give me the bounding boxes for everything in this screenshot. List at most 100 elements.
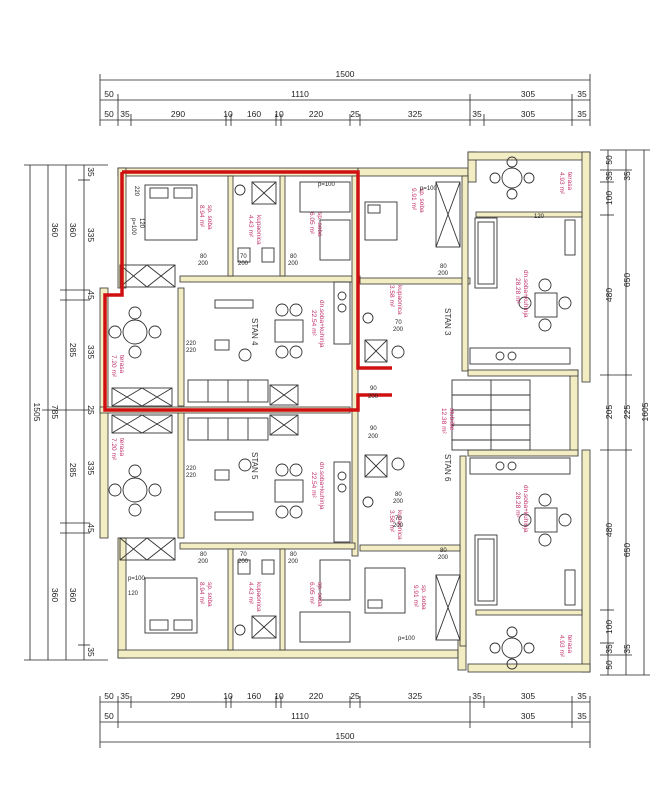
stan-4-label: STAN 4 xyxy=(250,318,259,346)
left-dim-inner-5: 335 xyxy=(86,461,96,475)
room-5-area: 7.20 m² xyxy=(110,438,117,461)
door-label-34: 200 xyxy=(393,523,404,529)
bottom-dim-1-7: 25 xyxy=(350,691,360,701)
stan-3-label: STAN 3 xyxy=(443,308,452,336)
top-dimensions xyxy=(99,74,591,126)
room-11-name: kupaonica xyxy=(396,285,403,315)
door-label-30: p=100 xyxy=(398,636,416,642)
room-11-area: 3.58 m² xyxy=(388,285,395,308)
room-4-area: 7.20 m² xyxy=(110,355,117,378)
top-dim-3-0: 50 xyxy=(104,109,114,119)
room-12-area: 28.28 m² xyxy=(514,278,521,304)
right-dim-outer: 1605 xyxy=(640,402,650,421)
top-dim-total: 1500 xyxy=(336,69,355,79)
door-label-11: 200 xyxy=(438,271,449,277)
room-4-name: terasa xyxy=(118,355,125,373)
left-dim-inner-7: 35 xyxy=(86,647,96,657)
door-label-16: 220 xyxy=(186,466,197,472)
room-10-name: sp. soba xyxy=(418,188,425,213)
left-dim-inner-6: 45 xyxy=(86,523,96,533)
stan-6-label: STAN 6 xyxy=(443,454,452,482)
door-label-13: 200 xyxy=(393,327,404,333)
room-16-area: 28.28 m² xyxy=(514,492,521,518)
right-dim-mid-2: 650 xyxy=(622,543,632,557)
bottom-dim-1-3: 10 xyxy=(223,691,233,701)
door-label-20: 90 xyxy=(370,426,377,432)
door-label-6: 200 xyxy=(238,261,249,267)
room-12-name: dn.soba+kuhinja xyxy=(522,270,529,318)
door-label-1: 120 xyxy=(138,218,144,229)
bottom-dim-2-2: 305 xyxy=(521,711,535,721)
door-label-5: 70 xyxy=(240,254,247,260)
room-0-area: 8.94 m² xyxy=(198,205,205,228)
stan-4-highlight xyxy=(103,170,392,412)
door-labels: p=100 120 220 80 200 70 200 80 200 p=100… xyxy=(128,182,545,642)
door-label-7: 80 xyxy=(290,254,297,260)
left-dim-extra-0: 360 xyxy=(50,223,60,237)
bottom-dim-1-8: 325 xyxy=(408,691,422,701)
bottom-dim-1-11: 35 xyxy=(577,691,587,701)
door-label-17: 220 xyxy=(186,473,197,479)
bottom-dim-1-0: 50 xyxy=(104,691,114,701)
right-dim-inner-2: 100 xyxy=(604,191,614,205)
top-dim-3-4: 160 xyxy=(247,109,261,119)
bottom-dim-1-4: 160 xyxy=(247,691,261,701)
door-label-21: 200 xyxy=(368,434,379,440)
door-label-38: 120 xyxy=(534,214,545,220)
bottom-dim-1-6: 220 xyxy=(309,691,323,701)
bottom-dimensions xyxy=(99,696,591,748)
room-8-name: kupaonica xyxy=(255,582,262,612)
room-18-area: 4.93 m² xyxy=(558,635,565,658)
door-label-31: 80 xyxy=(395,492,402,498)
door-label-2: 220 xyxy=(133,186,139,197)
left-dim-mid-1: 285 xyxy=(68,343,78,357)
right-dim-inner-4: 205 xyxy=(604,405,614,419)
right-dim-inner-5: 480 xyxy=(604,523,614,537)
left-dim-inner-1: 335 xyxy=(86,228,96,242)
right-dim-inner-1: 35 xyxy=(604,171,614,181)
room-13-area: 4.93 m² xyxy=(558,172,565,195)
left-dim-inner-3: 335 xyxy=(86,345,96,359)
room-6-area: 22.54 m² xyxy=(310,472,317,498)
door-label-8: 200 xyxy=(288,261,299,267)
top-dim-2-3: 35 xyxy=(577,89,587,99)
furniture xyxy=(108,156,576,670)
door-label-4: 200 xyxy=(198,261,209,267)
right-dim-inner-0: 50 xyxy=(604,155,614,165)
right-dim-inner-8: 50 xyxy=(604,660,614,670)
bottom-dim-1-1: 35 xyxy=(120,691,130,701)
room-labels: sp. soba 8.94 m² kupaonica 4.43 m² sp. s… xyxy=(110,172,573,658)
bottom-dim-1-5: 10 xyxy=(274,691,284,701)
door-label-37: p=100 xyxy=(420,186,438,192)
door-label-15: 220 xyxy=(186,348,197,354)
door-label-27: 200 xyxy=(238,559,249,565)
top-dim-2-0: 50 xyxy=(104,89,114,99)
room-1-name: kupaonica xyxy=(255,215,262,245)
room-3-area: 22.54 m² xyxy=(310,310,317,336)
room-7-name: sp. soba xyxy=(206,582,213,607)
room-17-name: sp. soba xyxy=(420,585,427,610)
door-label-35: 80 xyxy=(440,548,447,554)
bottom-dim-1-9: 35 xyxy=(472,691,482,701)
building-walls xyxy=(99,151,591,673)
bottom-dim-1-10: 305 xyxy=(521,691,535,701)
room-2-name: sp. soba xyxy=(316,212,323,237)
right-dim-extra-1: 35 xyxy=(622,644,632,654)
room-9-name: sp. soba xyxy=(316,582,323,607)
door-label-19: 200 xyxy=(368,394,379,400)
top-dim-3-3: 10 xyxy=(223,109,233,119)
door-label-9: p=100 xyxy=(318,182,336,188)
left-dim-extra-2: 360 xyxy=(50,588,60,602)
room-0-name: sp. soba xyxy=(206,205,213,230)
left-dim-extra-1: 785 xyxy=(50,405,60,419)
bottom-dim-2-0: 50 xyxy=(104,711,114,721)
room-16-name: dn.soba+kuhinja xyxy=(522,485,529,533)
room-7-area: 8.94 m² xyxy=(198,582,205,605)
room-6-name: dn.soba+kuhinja xyxy=(318,462,325,510)
door-label-29: 200 xyxy=(288,559,299,565)
bottom-dim-2-1: 1110 xyxy=(291,711,309,721)
door-label-26: 70 xyxy=(240,552,247,558)
left-dim-inner-2: 45 xyxy=(86,290,96,300)
door-label-14: 220 xyxy=(186,341,197,347)
